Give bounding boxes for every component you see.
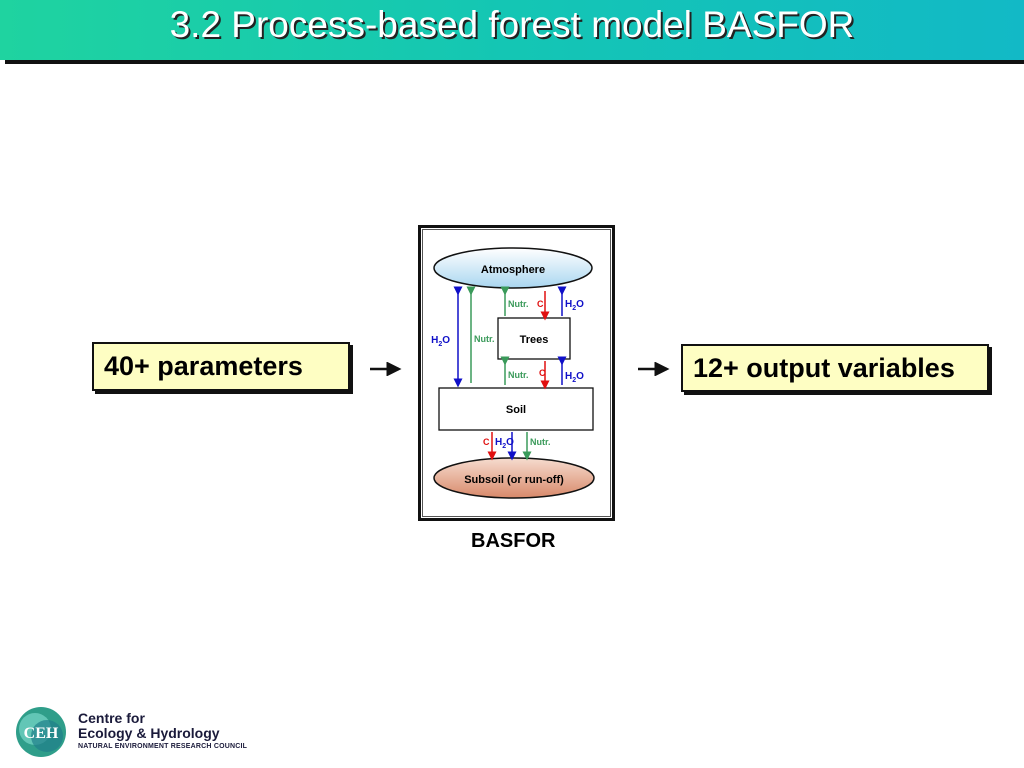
carbon-flux-trees-soil-label: C: [539, 368, 546, 378]
subsoil-label: Subsoil (or run-off): [464, 474, 564, 486]
carbon-flux-soil-subsoil-label: C: [483, 437, 490, 447]
input-arrow: [370, 362, 402, 376]
input-parameters-label: 40+ parameters: [104, 351, 303, 381]
trees-node: [497, 317, 571, 360]
water-flux-soil-trees-label: H2O: [565, 371, 584, 384]
output-arrow: [638, 362, 670, 376]
basfor-diagram: Atmosphere Trees Soil Subsoil (or run-of…: [431, 247, 595, 499]
soil-node: [438, 387, 594, 431]
input-parameters-box: 40+ parameters: [92, 342, 350, 391]
title-underline: [5, 60, 1024, 64]
slide-title: 3.2 Process-based forest model BASFOR: [169, 4, 855, 45]
logo-text-line1: Centre for: [78, 710, 145, 726]
atmosphere-label: Atmosphere: [481, 264, 545, 276]
soil-label: Soil: [506, 404, 526, 416]
basfor-diagram-inner-border: [422, 229, 611, 517]
trees-label: Trees: [520, 334, 549, 346]
water-flux-atmosphere-soil-label: H2O: [431, 335, 450, 348]
output-variables-box: 12+ output variables: [681, 344, 989, 392]
nutrient-flux-trees-atmosphere-label: Nutr.: [508, 299, 529, 309]
water-flux-soil-subsoil-label: H2O: [495, 437, 514, 450]
output-variables-label: 12+ output variables: [693, 353, 955, 383]
nutrient-flux-soil-subsoil-label: Nutr.: [530, 437, 551, 447]
nutrient-flux-atmosphere-soil-label: Nutr.: [474, 334, 495, 344]
diagram-caption: BASFOR: [471, 530, 556, 552]
logo-text-line2: Ecology & Hydrology: [78, 725, 220, 741]
title-bar: [0, 0, 1024, 60]
atmosphere-node: [433, 247, 593, 289]
logo-text-line3: NATURAL ENVIRONMENT RESEARCH COUNCIL: [78, 743, 248, 750]
ceh-logo-mark: CEH: [24, 725, 59, 742]
water-flux-trees-atmosphere-label: H2O: [565, 299, 584, 312]
nutrient-flux-soil-trees-label: Nutr.: [508, 370, 529, 380]
carbon-flux-atmosphere-trees-label: C: [537, 299, 544, 309]
ceh-logo-icon: CEH: [16, 707, 66, 757]
